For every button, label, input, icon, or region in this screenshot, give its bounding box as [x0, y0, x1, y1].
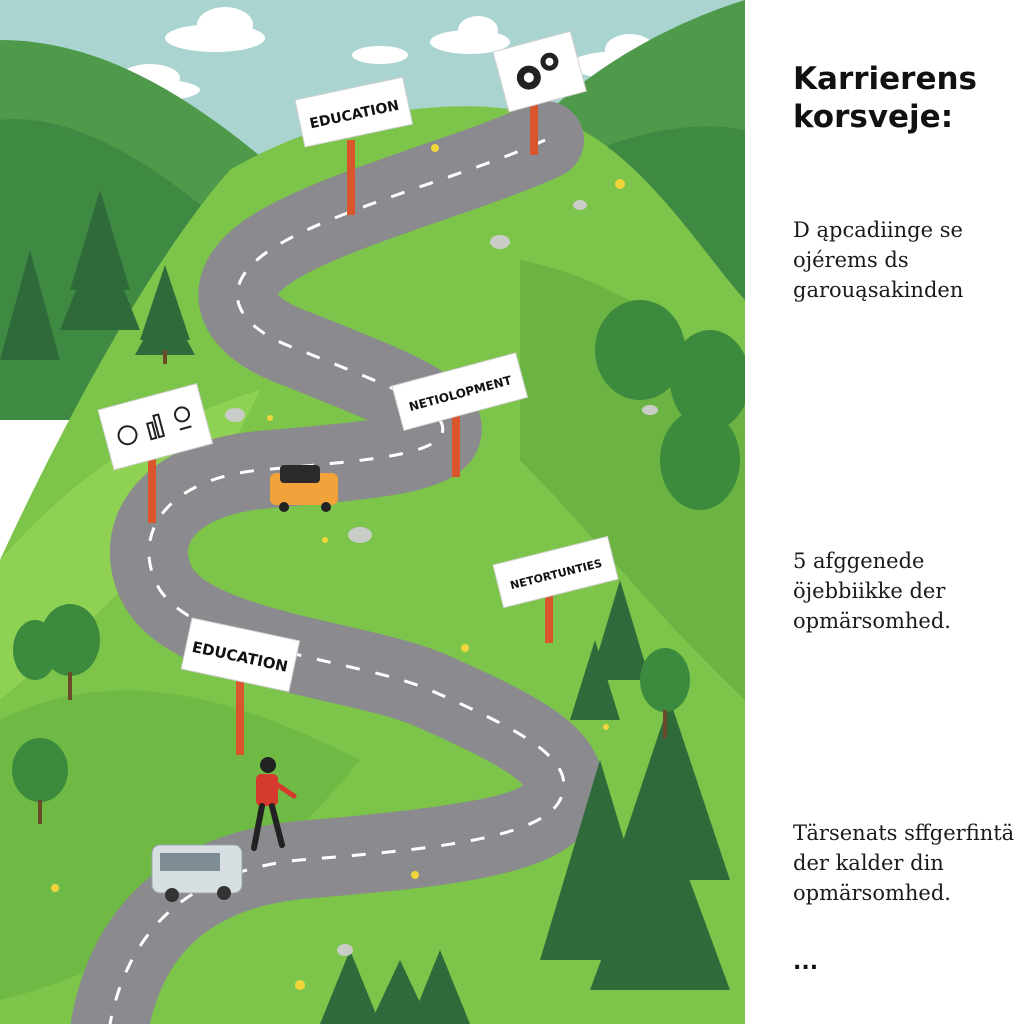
- sign-career-icons: [97, 382, 214, 471]
- sign-opportunities: NETORTUNTIES: [492, 535, 619, 609]
- walking-person: [251, 757, 297, 851]
- text-panel: Karrierens korsveje: D ąpcadiinge se ojé…: [745, 0, 1024, 1024]
- panel-ellipsis: ...: [793, 950, 819, 975]
- flowers: [51, 144, 625, 990]
- round-trees: [12, 300, 745, 802]
- orange-car: [270, 465, 338, 512]
- pine-trees: [0, 190, 730, 1024]
- panel-paragraph-3: Tärsenats sffgerfintä der kalder din opm…: [793, 821, 1015, 905]
- sign-education-bottom: EDUCATION: [180, 617, 301, 693]
- sign-education-top: EDUCATION: [294, 76, 414, 148]
- rocks: [225, 200, 658, 956]
- panel-paragraph-2: 5 afggenede öjebbiikke der opmärsomhed.: [793, 549, 951, 633]
- gears-icon: [516, 52, 559, 90]
- panel-title: Karrierens korsveje:: [793, 61, 978, 135]
- sign-poles: [148, 100, 553, 755]
- career-road-illustration: EDUCATION NETIOLOPMENT: [0, 0, 745, 1024]
- sign-gears: [492, 30, 587, 113]
- white-van: [151, 844, 243, 902]
- career-icons: [117, 406, 192, 446]
- panel-paragraph-1: D ąpcadiinge se ojérems ds garouąsakinde…: [793, 218, 964, 302]
